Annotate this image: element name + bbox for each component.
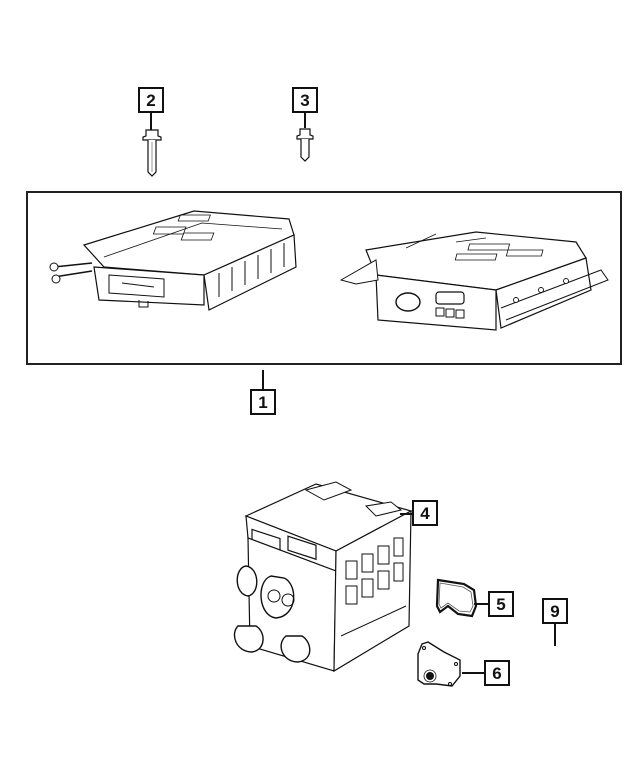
assembly-frame xyxy=(26,191,622,365)
leader-line-6 xyxy=(462,672,484,674)
leader-line-1 xyxy=(262,370,264,390)
leader-line-9 xyxy=(554,624,556,646)
callout-4[interactable]: 4 xyxy=(412,500,438,526)
leader-line-5 xyxy=(474,603,488,605)
power-inverter-module-icon[interactable] xyxy=(226,476,426,676)
callout-6[interactable]: 6 xyxy=(484,660,510,686)
leader-line-2 xyxy=(150,113,152,130)
callout-2[interactable]: 2 xyxy=(138,87,164,113)
battery-pack-right-view-icon[interactable] xyxy=(336,220,616,340)
short-bolt-icon[interactable] xyxy=(294,127,316,163)
callout-3[interactable]: 3 xyxy=(292,87,318,113)
gasket-seal-icon[interactable] xyxy=(434,576,482,620)
callout-1[interactable]: 1 xyxy=(250,389,276,415)
leader-line-4 xyxy=(400,513,412,515)
cover-plate-icon[interactable] xyxy=(414,640,466,692)
battery-pack-left-view-icon[interactable] xyxy=(44,205,304,315)
long-bolt-icon[interactable] xyxy=(140,128,164,178)
callout-9[interactable]: 9 xyxy=(542,598,568,624)
callout-5[interactable]: 5 xyxy=(488,591,514,617)
leader-line-3 xyxy=(304,113,306,128)
